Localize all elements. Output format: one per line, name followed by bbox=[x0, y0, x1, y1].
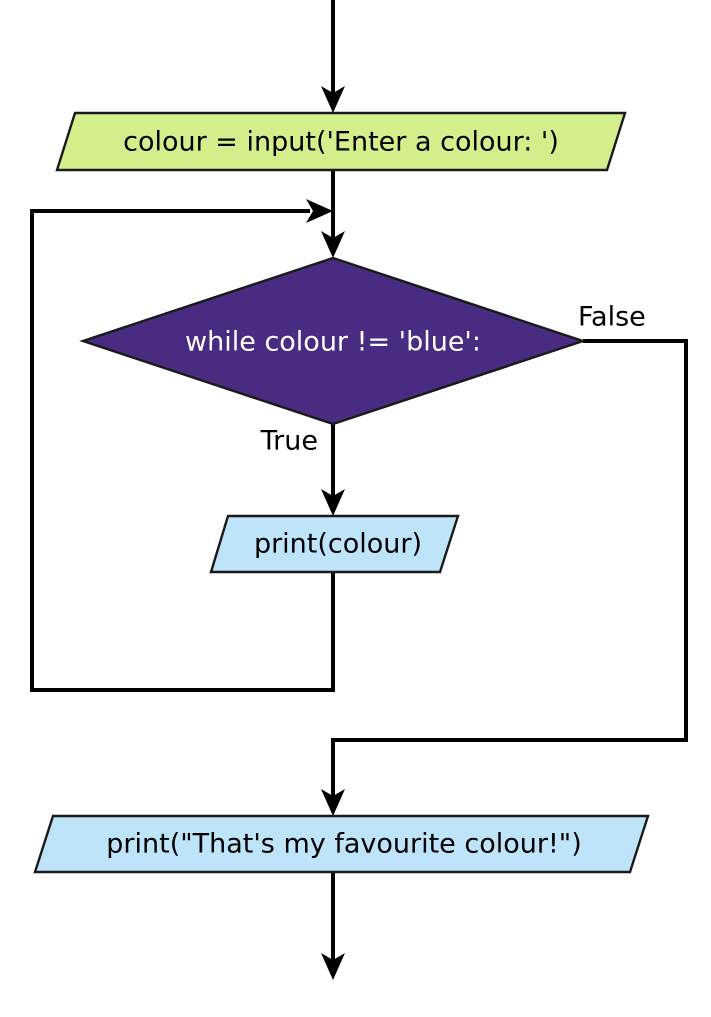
edge-input-to-decision bbox=[321, 170, 345, 258]
arrow-head-icon bbox=[321, 489, 345, 516]
parallelogram-shape bbox=[209, 514, 460, 574]
parallelogram-shape bbox=[33, 814, 650, 874]
edge-decision-true: True bbox=[260, 424, 345, 516]
edge-label-true: True bbox=[260, 426, 318, 457]
node-label-print-favourite: print("That's my favourite colour!") bbox=[106, 829, 581, 860]
node-print-colour[interactable]: print(colour) bbox=[209, 514, 460, 574]
edge-exit bbox=[321, 872, 345, 980]
parallelogram-shape bbox=[55, 111, 627, 172]
arrow-head-icon bbox=[321, 86, 345, 113]
node-print-favourite[interactable]: print("That's my favourite colour!") bbox=[33, 814, 650, 874]
arrow-head-icon bbox=[321, 789, 345, 816]
node-label-while-decision: while colour != 'blue': bbox=[185, 327, 481, 358]
node-label-print-colour: print(colour) bbox=[254, 529, 422, 560]
node-while-decision[interactable]: while colour != 'blue': bbox=[79, 256, 587, 426]
node-label-input-colour: colour = input('Enter a colour: ') bbox=[123, 127, 559, 158]
node-input-colour[interactable]: colour = input('Enter a colour: ') bbox=[55, 111, 627, 172]
edge-loop-back bbox=[30, 199, 333, 692]
arrow-head-icon bbox=[321, 231, 345, 258]
edge-label-false: False bbox=[578, 302, 646, 333]
edge-entry-to-input bbox=[321, 0, 345, 113]
arrow-head-icon bbox=[321, 953, 345, 980]
diamond-shape bbox=[79, 256, 587, 426]
arrow-head-icon bbox=[306, 199, 333, 223]
edge-decision-false: False bbox=[321, 302, 688, 816]
